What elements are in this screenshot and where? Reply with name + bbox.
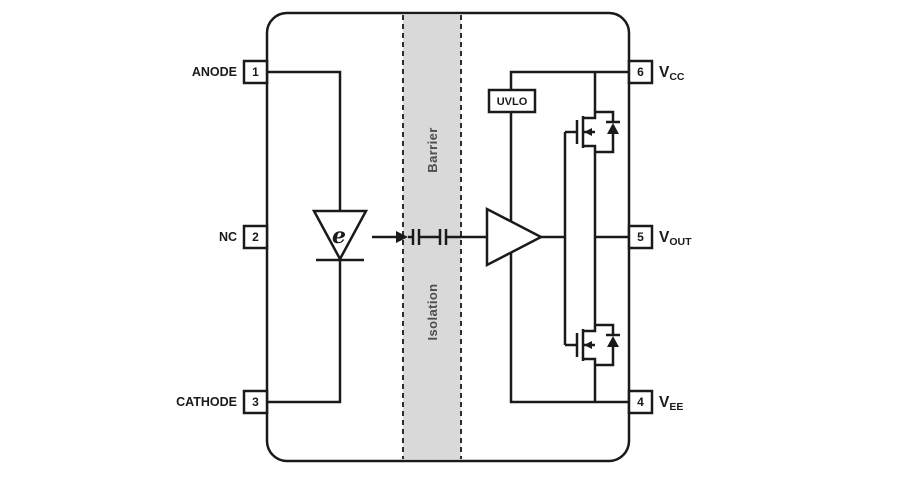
pin-4-number: 4 xyxy=(637,395,644,409)
ls-diode-triangle xyxy=(607,336,619,347)
right-pins: 6 VCC 5 VOUT 4 VEE xyxy=(627,59,692,415)
hs-diode-wire-top xyxy=(595,110,615,122)
ls-source xyxy=(583,357,597,402)
pin-5-box xyxy=(627,224,654,250)
pin-5-number: 5 xyxy=(637,230,644,244)
coupling-capacitors xyxy=(408,229,487,245)
pin-3-number: 3 xyxy=(252,395,259,409)
wire-vee-rail xyxy=(509,253,629,404)
uvlo-block: UVLO xyxy=(487,88,537,114)
barrier-label: Barrier xyxy=(425,127,440,172)
emitter-label: e xyxy=(332,223,346,249)
ls-diode-wire-bottom xyxy=(595,347,615,367)
vout-sub: OUT xyxy=(669,236,692,248)
vcc-sub: CC xyxy=(669,71,685,83)
pin-6-number: 6 xyxy=(637,65,644,79)
high-side-body-diode xyxy=(595,110,620,154)
wire-vcc-rail xyxy=(509,70,629,90)
pin-label-nc: NC xyxy=(219,230,237,244)
wire-emitter-to-cathode xyxy=(267,260,342,404)
ls-drain xyxy=(583,237,597,333)
pin-label-anode: ANODE xyxy=(192,65,237,79)
ls-body-arrow xyxy=(584,341,592,349)
signal-arrowhead xyxy=(396,231,408,243)
input-side-wiring xyxy=(267,70,342,404)
pin-label-vout: VOUT xyxy=(659,229,692,248)
gate-drive-wiring xyxy=(541,130,577,347)
hs-source xyxy=(583,144,597,237)
left-pins: 1 ANODE 2 NC 3 CATHODE xyxy=(176,59,269,415)
signal-arrow-icon xyxy=(372,231,408,243)
hs-diode-triangle xyxy=(607,123,619,134)
pin-4-box xyxy=(627,389,654,415)
isolation-label: Isolation xyxy=(425,283,440,340)
vcc-main: V xyxy=(659,64,670,81)
vee-sub: EE xyxy=(669,401,683,413)
high-side-mosfet xyxy=(575,72,597,237)
output-amplifier xyxy=(485,206,544,268)
wire-anode-to-emitter xyxy=(267,70,342,211)
low-side-body-diode xyxy=(595,323,620,367)
low-side-mosfet xyxy=(575,237,597,402)
pin-1-box xyxy=(242,59,269,85)
vee-main: V xyxy=(659,394,670,411)
pin-label-vcc: VCC xyxy=(659,64,685,83)
hs-drain xyxy=(583,72,597,120)
pin-2-number: 2 xyxy=(252,230,259,244)
hs-diode-wire-bottom xyxy=(595,134,615,154)
emitter-symbol: e xyxy=(311,209,369,262)
emitter-triangle xyxy=(311,209,369,262)
vout-main: V xyxy=(659,229,670,246)
pin-6-box xyxy=(627,59,654,85)
supply-rails xyxy=(509,70,629,404)
pin-2-box xyxy=(242,224,269,250)
hs-body-arrow xyxy=(584,128,592,136)
pin-3-box xyxy=(242,389,269,415)
ls-diode-wire-top xyxy=(595,323,615,335)
pin-label-vee: VEE xyxy=(659,394,683,413)
pin-label-cathode: CATHODE xyxy=(176,395,237,409)
uvlo-label: UVLO xyxy=(497,96,528,108)
pin-1-number: 1 xyxy=(252,65,259,79)
